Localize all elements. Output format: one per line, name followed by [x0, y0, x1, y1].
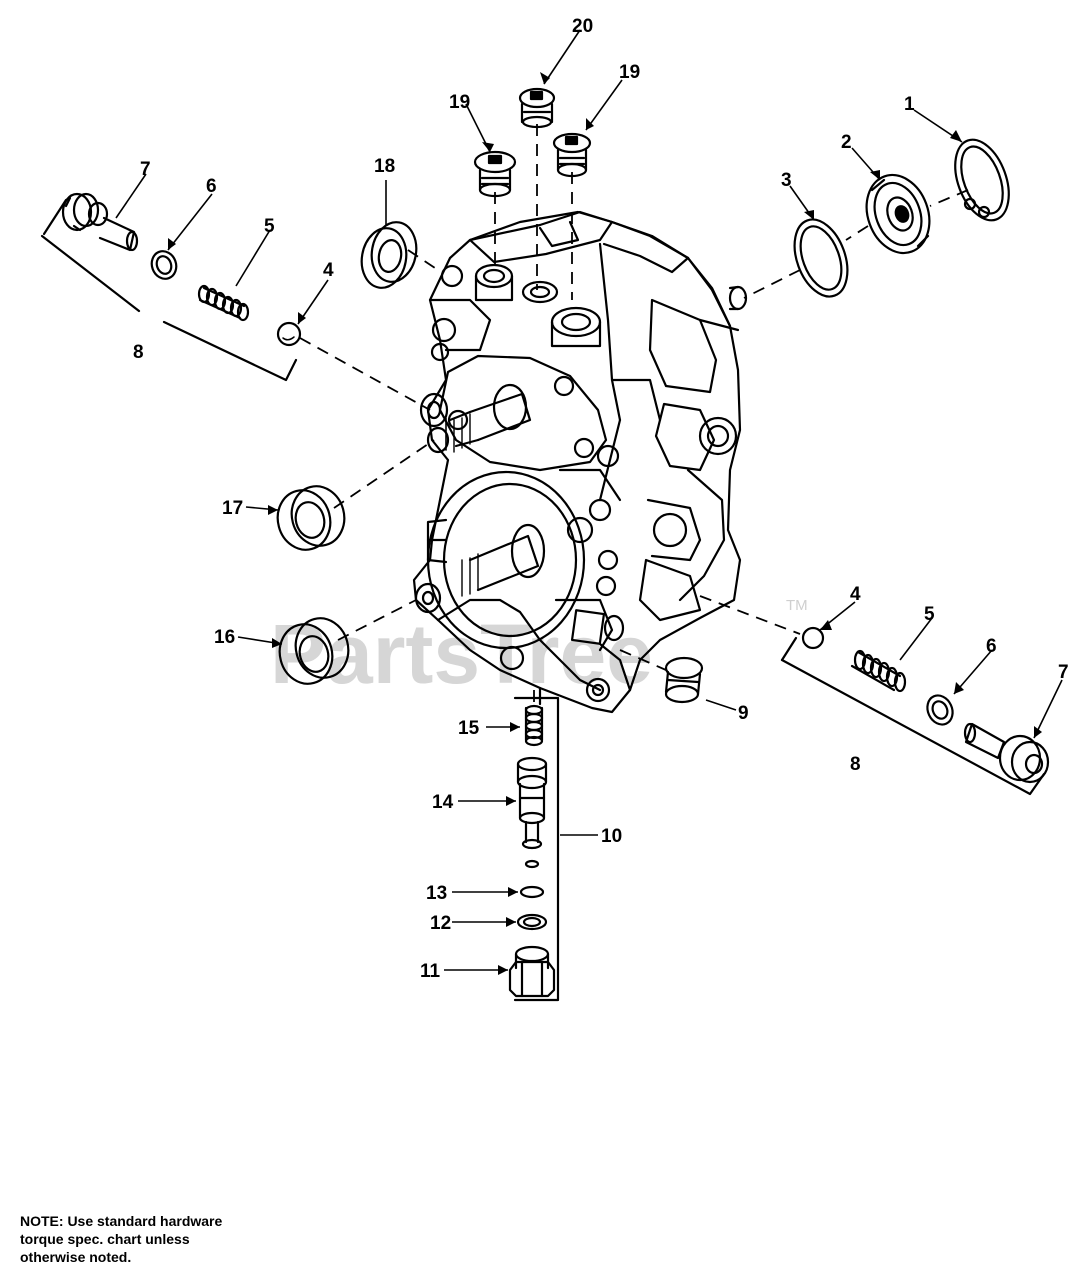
note-line-2: torque spec. chart unless	[20, 1231, 190, 1247]
callout-8-left: 8	[133, 342, 144, 363]
bracket-10	[513, 696, 560, 1002]
callout-20: 20	[572, 16, 593, 37]
part-15-spring	[524, 704, 544, 747]
callout-2: 2	[841, 132, 852, 153]
part-6-seal-left	[150, 250, 178, 280]
part-5-spring-right	[850, 649, 907, 693]
callout-13: 13	[426, 883, 447, 904]
part-5-spring-left	[197, 284, 250, 322]
part-2-bearing	[865, 173, 931, 255]
part-6-seal-right	[926, 694, 954, 726]
callout-4-right: 4	[850, 584, 861, 605]
note-line-1: NOTE: Use standard hardware	[20, 1213, 223, 1229]
leader-lines	[115, 29, 1063, 971]
callout-19-right: 19	[619, 62, 640, 83]
torque-note: NOTE: Use standard hardware torque spec.…	[20, 1212, 280, 1266]
callout-15: 15	[458, 718, 480, 739]
part-11-plug	[508, 945, 556, 998]
callout-18: 18	[374, 156, 395, 177]
bracket-8-left-right	[162, 320, 298, 382]
bracket-8-right-end	[780, 636, 798, 662]
part-16-seal	[278, 617, 350, 685]
part-7-valve-plug-left	[61, 192, 139, 252]
part-12-o-ring	[516, 913, 548, 931]
part-18-seal	[360, 221, 418, 289]
callout-7-right: 7	[1058, 662, 1069, 683]
note-line-3: otherwise noted.	[20, 1249, 132, 1265]
callout-4-left: 4	[323, 260, 334, 281]
callout-19-left: 19	[449, 92, 470, 113]
part-7-valve-plug-right	[963, 722, 1050, 784]
part-20-plug	[518, 87, 556, 129]
part-9-plug	[664, 656, 704, 704]
part-3-washer	[793, 218, 849, 298]
callout-3: 3	[781, 170, 792, 191]
part-4-ball-right	[801, 626, 825, 650]
callout-9: 9	[738, 703, 749, 724]
callout-5-right: 5	[924, 604, 935, 625]
watermark-trademark: TM	[786, 597, 808, 614]
callout-12: 12	[430, 913, 451, 934]
part-19-plug-right	[552, 132, 592, 178]
callout-5-left: 5	[264, 216, 275, 237]
callout-10: 10	[601, 826, 622, 847]
leader-arrowheads	[168, 72, 1042, 975]
bracket-8-left-lower	[40, 234, 141, 313]
callout-1: 1	[904, 94, 915, 115]
callout-8-right: 8	[850, 754, 861, 775]
part-19-plug-left	[473, 150, 517, 198]
callout-6-right: 6	[986, 636, 997, 657]
callout-16: 16	[214, 627, 235, 648]
bracket-8-right	[780, 658, 1046, 796]
callout-14: 14	[432, 792, 454, 813]
part-13-o-ring	[519, 885, 545, 899]
callout-17: 17	[222, 498, 243, 519]
callout-11: 11	[420, 961, 441, 982]
part-17-seal	[276, 485, 346, 551]
part-14-valve-spool	[516, 756, 548, 869]
callout-7-left: 7	[140, 159, 151, 180]
bracket-8-left-end	[42, 198, 68, 236]
part-4-ball-left	[276, 321, 302, 347]
explode-lines	[299, 124, 969, 706]
pump-housing	[412, 210, 748, 714]
callout-6-left: 6	[206, 176, 217, 197]
part-1-retaining-ring	[954, 138, 1010, 222]
